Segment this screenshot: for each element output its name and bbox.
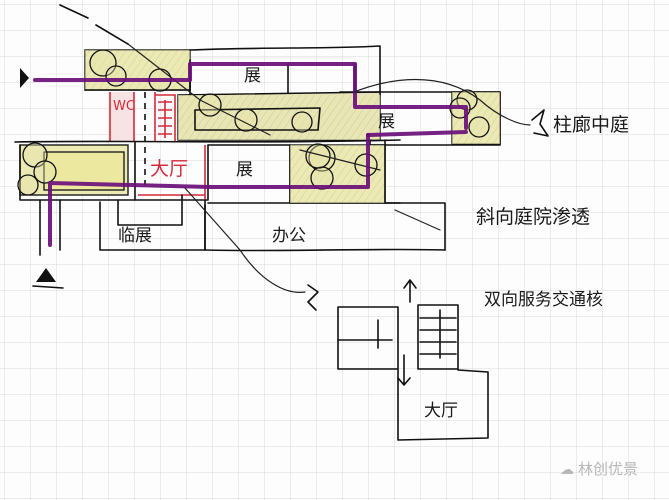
annotation-colonnade-courtyard: 柱廊中庭 [553, 114, 630, 136]
entrance-arrow-icon [20, 68, 29, 88]
room-label-office: 办公 [272, 226, 306, 246]
up-arrow-icon [403, 279, 417, 303]
callout-arrow-icon [531, 109, 549, 137]
room-label-exhibit-right: 展 [378, 112, 395, 132]
lobby-outline [134, 141, 209, 201]
down-arrow-icon [397, 354, 411, 386]
room-label-lobby: 大厅 [150, 158, 189, 180]
sightline [59, 4, 129, 45]
watermark-brand: 林创优景 [578, 460, 639, 478]
wc-room [110, 92, 134, 142]
trees [17, 49, 490, 196]
triangle-marker-icon [36, 268, 56, 282]
top-band-outline [189, 45, 381, 96]
wechat-icon: ☁ [560, 462, 574, 478]
callout-arrow-icon-2 [307, 284, 319, 311]
service-core-detail [337, 279, 489, 441]
room-label-temp-exhibit: 临展 [118, 226, 152, 246]
annotation-service-core: 双向服务交通核 [484, 290, 603, 310]
room-label-exhibit-middle: 展 [236, 160, 253, 180]
circulation-top [33, 62, 468, 130]
watermark: ☁林创优景 [560, 460, 639, 478]
circulation-bottom [48, 133, 370, 247]
room-label-exhibit-top: 展 [244, 66, 261, 86]
entry-lines [39, 199, 61, 256]
leader-colonnade [353, 78, 531, 126]
office-bottom [204, 248, 446, 252]
annotation-diagonal-courtyard: 斜向庭院渗透 [476, 206, 591, 228]
leader-detail [184, 187, 306, 293]
stair-red [154, 92, 176, 142]
room-label-wc: WC [113, 99, 135, 114]
detail-label-lobby: 大厅 [424, 401, 458, 421]
inner-court-box [194, 107, 321, 131]
